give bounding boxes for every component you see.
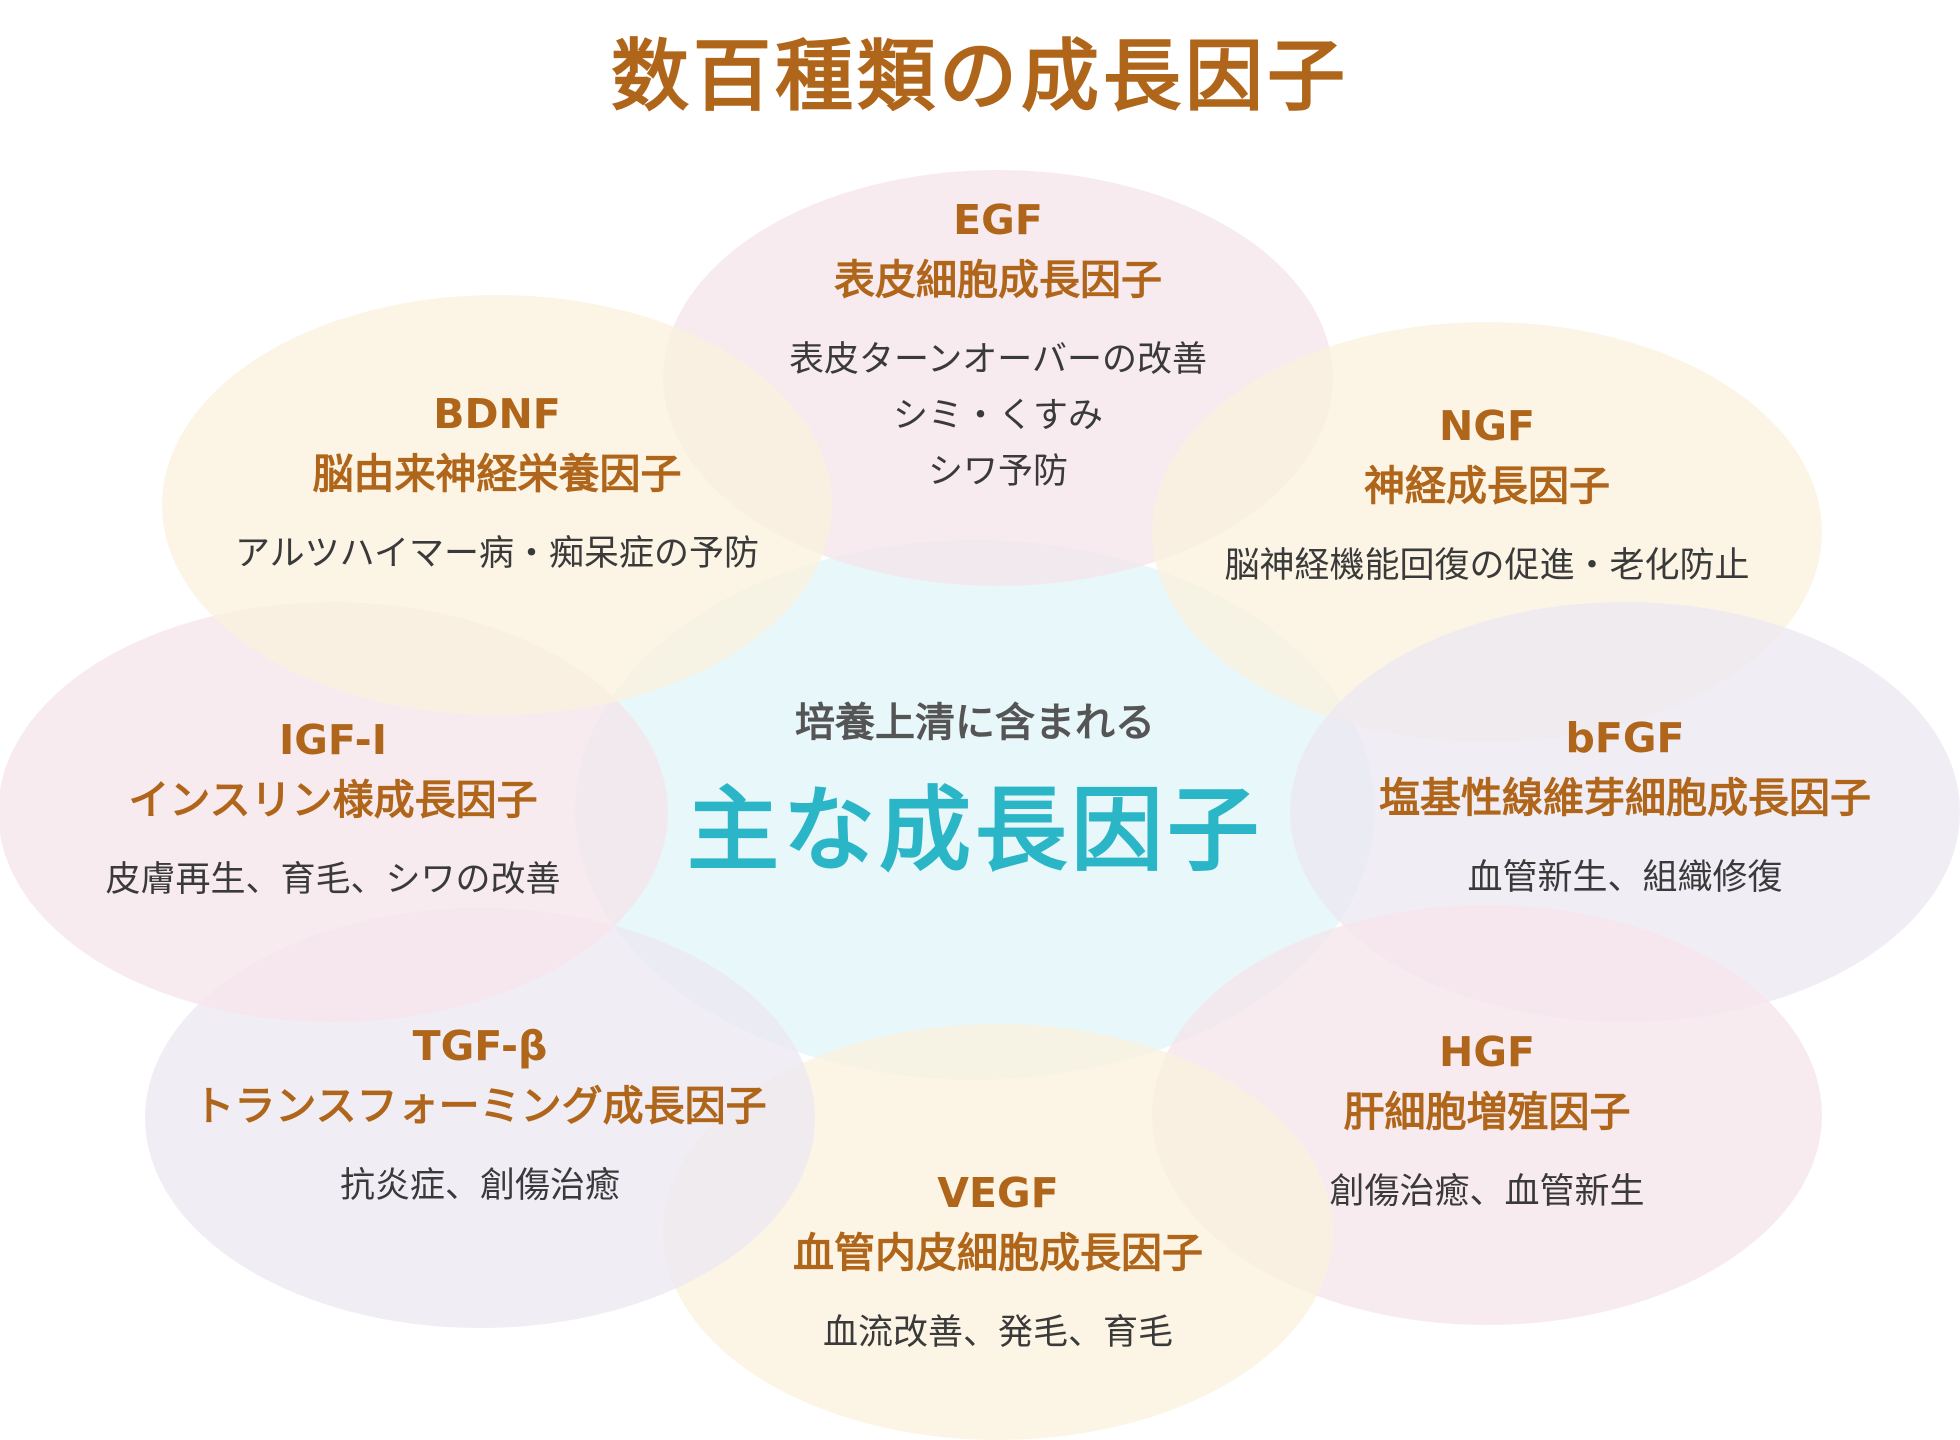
factor-name: 塩基性線維芽細胞成長因子 [1379,774,1871,822]
factor-effects: アルツハイマー病・痴呆症の予防 [235,526,759,582]
factor-igf-i: IGF-I インスリン様成長因子 皮膚再生、育毛、シワの改善 [105,710,560,908]
factor-abbr: IGF-I [279,716,387,764]
factor-egf: EGF 表皮細胞成長因子 表皮ターンオーバーの改善 シミ・くすみ シワ予防 [789,190,1207,500]
factor-effect: 脳神経機能回復の促進・老化防止 [1224,546,1750,586]
factor-abbr: TGF-β [412,1022,548,1070]
factor-bdnf: BDNF 脳由来神経栄養因子 アルツハイマー病・痴呆症の予防 [235,384,759,582]
factor-abbr: EGF [953,196,1043,244]
factor-effect: 皮膚再生、育毛、シワの改善 [105,860,561,900]
factor-name: 表皮細胞成長因子 [834,256,1162,304]
center-ellipse [575,540,1375,1080]
factor-name: 神経成長因子 [1363,462,1610,510]
petal-bdnf [162,295,832,715]
factor-effects: 表皮ターンオーバーの改善 シミ・くすみ シワ予防 [789,332,1207,500]
factor-name: トランスフォーミング成長因子 [193,1082,767,1130]
factor-abbr: BDNF [433,390,561,438]
factor-effect: 表皮ターンオーバーの改善 [789,340,1207,380]
factor-tgf-beta: TGF-β トランスフォーミング成長因子 抗炎症、創傷治癒 [193,1016,766,1214]
factor-name: インスリン様成長因子 [128,776,538,824]
factor-effects: 皮膚再生、育毛、シワの改善 [105,852,560,908]
factor-effect: 抗炎症、創傷治癒 [339,1166,620,1206]
factor-effect: 血管新生、組織修復 [1467,858,1783,898]
factor-effect: 創傷治癒、血管新生 [1329,1172,1645,1212]
factor-name: 肝細胞増殖因子 [1343,1088,1631,1136]
factor-ngf: NGF 神経成長因子 脳神経機能回復の促進・老化防止 [1224,396,1749,594]
factor-effects: 脳神経機能回復の促進・老化防止 [1224,538,1749,594]
factor-effects: 血管新生、組織修復 [1379,850,1871,906]
factor-effects: 血流改善、発毛、育毛 [793,1305,1203,1361]
factor-abbr: HGF [1439,1028,1535,1076]
factor-abbr: bFGF [1565,714,1685,762]
factor-abbr: NGF [1439,402,1535,450]
factor-effect: シワ予防 [927,452,1068,492]
factor-vegf: VEGF 血管内皮細胞成長因子 血流改善、発毛、育毛 [793,1163,1203,1361]
petal-vegf [663,1024,1333,1440]
factor-effects: 抗炎症、創傷治癒 [193,1158,766,1214]
factor-hgf: HGF 肝細胞増殖因子 創傷治癒、血管新生 [1329,1022,1644,1220]
factor-name: 脳由来神経栄養因子 [312,450,682,498]
center-subtitle: 培養上清に含まれる [795,700,1155,746]
factor-name: 血管内皮細胞成長因子 [793,1229,1203,1277]
factor-bfgf: bFGF 塩基性線維芽細胞成長因子 血管新生、組織修復 [1379,708,1871,906]
factor-effect: 血流改善、発毛、育毛 [822,1313,1173,1353]
factor-effect: アルツハイマー病・痴呆症の予防 [235,534,759,574]
diagram-title: 数百種類の成長因子 [610,31,1349,122]
factor-effects: 創傷治癒、血管新生 [1329,1164,1644,1220]
factor-abbr: VEGF [937,1169,1059,1217]
factor-effect: シミ・くすみ [892,396,1103,436]
center-title: 主な成長因子 [686,777,1264,884]
